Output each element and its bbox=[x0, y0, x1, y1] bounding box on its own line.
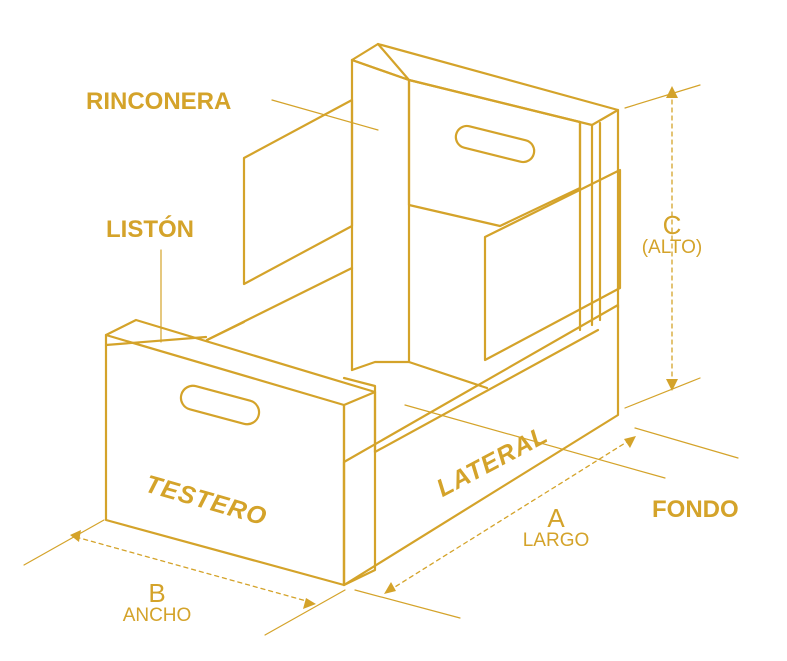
dimension-c-name: (ALTO) bbox=[641, 237, 703, 258]
arrow-c-bottom bbox=[666, 379, 678, 391]
liston-strip bbox=[104, 318, 377, 394]
arrow-c-top bbox=[666, 86, 678, 98]
dimension-arrows bbox=[75, 91, 673, 603]
back-handle-hole bbox=[454, 124, 536, 164]
leader-lines bbox=[23, 84, 739, 636]
liston-label: LISTÓN bbox=[106, 216, 194, 243]
dimension-b: B ANCHO bbox=[102, 580, 212, 625]
arrow-a-bottom bbox=[384, 582, 396, 594]
dimension-a-name: LARGO bbox=[522, 530, 590, 551]
corner-post bbox=[350, 42, 620, 372]
dimension-a-letter: A bbox=[547, 503, 565, 533]
dimension-a: A LARGO bbox=[508, 505, 604, 550]
dimension-b-letter: B bbox=[148, 578, 166, 608]
front-handle-hole bbox=[179, 384, 261, 426]
back-panels bbox=[242, 78, 622, 362]
dimension-b-name: ANCHO bbox=[122, 605, 192, 626]
left-back-panel bbox=[242, 98, 354, 286]
dimension-c-letter: C bbox=[662, 210, 682, 240]
right-corner-post bbox=[578, 108, 620, 332]
arrow-heads bbox=[70, 86, 678, 609]
arrow-a-top bbox=[624, 436, 636, 448]
arrow-b-left bbox=[70, 530, 81, 542]
testero-panel bbox=[104, 333, 377, 587]
right-back-panel bbox=[483, 168, 622, 362]
fondo-label: FONDO bbox=[652, 496, 739, 523]
arrow-b-right bbox=[303, 598, 316, 609]
dimension-c: C (ALTO) bbox=[630, 212, 714, 257]
rinconera-label: RINCONERA bbox=[86, 88, 232, 115]
